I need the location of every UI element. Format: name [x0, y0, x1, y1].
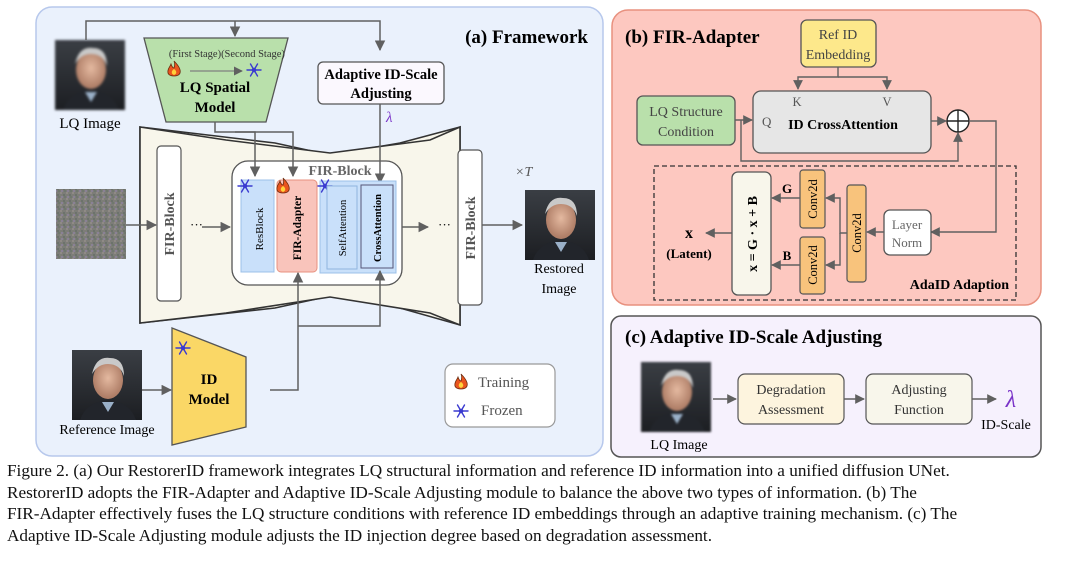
resblock-label: ResBlock: [254, 207, 266, 250]
conv2d-beta-label: Conv2d: [806, 244, 820, 284]
panel-c-lq-image: [641, 362, 711, 432]
lq-image: [55, 40, 125, 110]
lq-spatial-title: LQ Spatial: [180, 80, 250, 96]
legend: [444, 363, 556, 428]
adjusting-label: Adjusting: [891, 383, 946, 398]
query-label: Q: [762, 114, 772, 129]
restored-label: Restored: [534, 262, 584, 277]
lq-spatial-title-2: Model: [195, 100, 236, 116]
conv2d-gamma: [799, 169, 826, 229]
caption-line: Figure 2. (a) Our RestorerID framework i…: [7, 461, 950, 480]
restored-image: [525, 190, 595, 260]
panel-c-lq-image-label: LQ Image: [650, 438, 707, 453]
second-stage-label: (Second Stage): [221, 49, 285, 60]
caption-line: RestorerID adopts the FIR-Adapter and Ad…: [7, 482, 917, 502]
panel-c-title: (c) Adaptive ID-Scale Adjusting: [625, 327, 883, 348]
conv2d-gamma-label: Conv2d: [806, 178, 820, 218]
lq-structure-label-2: Condition: [658, 125, 714, 140]
panel-c-lambda: λ: [1005, 387, 1016, 413]
fir-block-left: [156, 145, 182, 302]
formula-label: x = G · x + B: [746, 196, 761, 272]
conv2d-shared-label: Conv2d: [850, 212, 864, 252]
ref-id-label: Ref ID: [819, 28, 858, 43]
panel-a-title: (a) Framework: [465, 27, 588, 48]
fir-block-title: FIR-Block: [309, 164, 372, 179]
fir-adapter-label: FIR-Adapter: [292, 196, 304, 261]
id-scale-label: ID-Scale: [981, 418, 1031, 433]
cross-attention-label: CrossAttention: [373, 194, 384, 262]
id-cross-attention: [752, 90, 932, 154]
adjusting-label-2: Function: [894, 403, 944, 418]
adaptive-scale-label: Adaptive ID-Scale: [324, 67, 438, 83]
degradation-label: Degradation: [756, 383, 825, 398]
lq-structure-label: LQ Structure: [649, 105, 722, 120]
latent-label: (Latent): [666, 246, 712, 261]
add-operator-icon: [946, 109, 970, 133]
id-model-label-2: Model: [189, 392, 230, 408]
value-label: V: [882, 95, 891, 109]
id-model: [171, 327, 247, 446]
layer-norm-label-2: Norm: [892, 235, 922, 250]
lambda-symbol: λ: [385, 110, 393, 126]
latent-x-label: x: [685, 225, 693, 242]
legend-training-label: Training: [478, 375, 530, 391]
first-stage-label: (First Stage): [169, 49, 222, 60]
restored-label-2: Image: [542, 282, 577, 297]
fir-block-left-label: FIR-Block: [163, 192, 178, 255]
caption-line: Adaptive ID-Scale Adjusting module adjus…: [7, 525, 712, 545]
times-t-label: ×T: [515, 165, 533, 180]
gamma-label: G: [782, 181, 792, 196]
reference-image-label: Reference Image: [59, 423, 154, 438]
fir-block-right: [457, 149, 483, 306]
degradation-label-2: Assessment: [758, 403, 824, 418]
adaptive-scale-box: [317, 61, 445, 105]
lq-image-label: LQ Image: [59, 116, 121, 132]
key-label: K: [792, 95, 801, 109]
resblock: [240, 179, 275, 273]
id-model-label: ID: [201, 372, 218, 388]
ellipsis-right: ···: [438, 217, 451, 232]
ref-id-label-2: Embedding: [806, 48, 871, 63]
noise-image: [56, 189, 126, 259]
panel-b-title: (b) FIR-Adapter: [625, 27, 760, 48]
lq-spatial-model: [143, 37, 289, 123]
self-attention: [326, 185, 358, 270]
adaid-label: AdaID Adaption: [910, 278, 1009, 293]
legend-frozen-label: Frozen: [481, 403, 523, 419]
id-cross-attention-label: ID CrossAttention: [788, 118, 898, 133]
reference-image: [72, 350, 142, 420]
layer-norm-label: Layer: [892, 217, 923, 232]
ellipsis-left: ···: [190, 217, 203, 232]
figure-caption: Figure 2. (a) Our RestorerID framework i…: [7, 460, 1075, 546]
caption-line: FIR-Adapter effectively fuses the LQ str…: [7, 504, 958, 523]
fir-block-right-label: FIR-Block: [464, 196, 479, 259]
adaptive-scale-label-2: Adjusting: [350, 86, 412, 102]
self-attention-label: SelfAttention: [338, 199, 349, 256]
cross-attention: [360, 184, 394, 269]
beta-label: B: [783, 248, 792, 263]
figure-diagram: (a) Framework LQ Image (First Stage) (Se…: [35, 6, 1042, 458]
adaid-adaption-box: [653, 165, 1017, 301]
